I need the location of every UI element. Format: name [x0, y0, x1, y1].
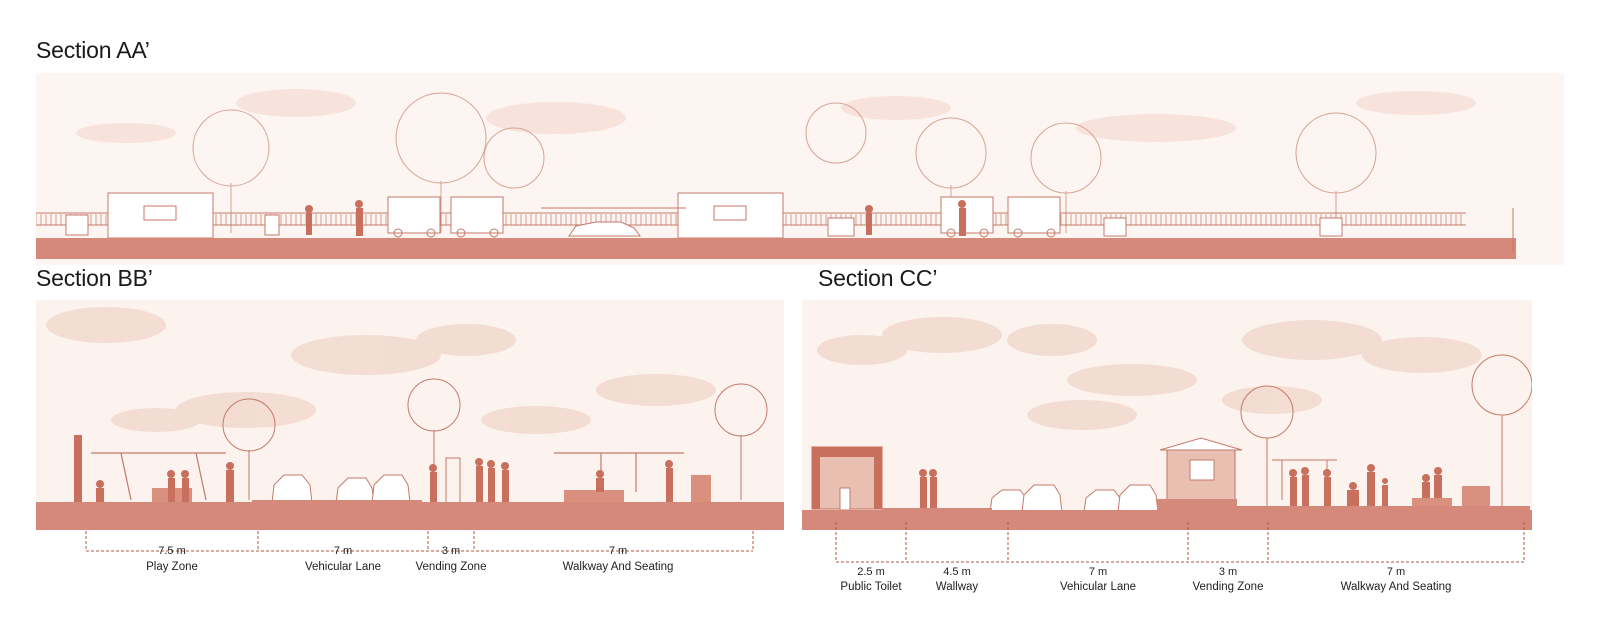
ground-strip [36, 502, 784, 530]
ground-strip [802, 510, 1532, 530]
bb-zone-2-dimension: 7 m [333, 545, 353, 557]
section-aa-drawing [36, 73, 1564, 265]
canopies [91, 452, 684, 501]
section-bb-title: Section BB’ [36, 265, 153, 291]
bb-zone-1-label: Play Zone [146, 561, 198, 573]
cc-zone-3-dimension: 7 m [1088, 566, 1108, 578]
bb-zone-4-dimension: 7 m [608, 545, 628, 557]
bb-zone-3-dimension: 3 m [441, 545, 461, 557]
ground-strip [36, 238, 1516, 259]
bb-zone-1-dimension: 7.5 m [158, 545, 186, 557]
bb-zone-3-label: Vending Zone [415, 561, 487, 573]
section-aa-title: Section AA’ [36, 37, 150, 63]
trees [1240, 354, 1532, 508]
cc-zone-4-label: Vending Zone [1192, 581, 1264, 593]
cc-zone-2-label: Wallway [935, 581, 979, 593]
clouds [817, 317, 1482, 430]
cc-zone-4-dimension: 3 m [1218, 566, 1238, 578]
buildings [107, 192, 1061, 239]
section-bb-drawing [36, 300, 784, 530]
cc-zone-3-label: Vehicular Lane [1059, 581, 1137, 593]
clouds [46, 307, 716, 434]
people [96, 458, 673, 502]
cc-zone-2-dimension: 4.5 m [943, 566, 971, 578]
bb-zone-2-label: Vehicular Lane [304, 561, 382, 573]
section-cc-drawing [802, 300, 1532, 530]
people [305, 200, 966, 236]
cars [989, 484, 1159, 513]
cc-zone-5-label: Walkway And Seating [1340, 581, 1452, 593]
cars [271, 474, 411, 504]
section-cc-title: Section CC’ [818, 265, 938, 291]
planters [65, 214, 1343, 237]
bb-zone-4-label: Walkway And Seating [562, 561, 674, 573]
cart-wheels [393, 207, 1056, 238]
cc-zone-1-label: Public Toilet [840, 581, 902, 593]
wall-post [74, 435, 82, 503]
cc-zone-5-dimension: 7 m [1386, 566, 1406, 578]
car [568, 221, 641, 237]
people [919, 464, 1442, 509]
clouds [76, 89, 1476, 143]
cc-zone-1-dimension: 2.5 m [857, 566, 885, 578]
